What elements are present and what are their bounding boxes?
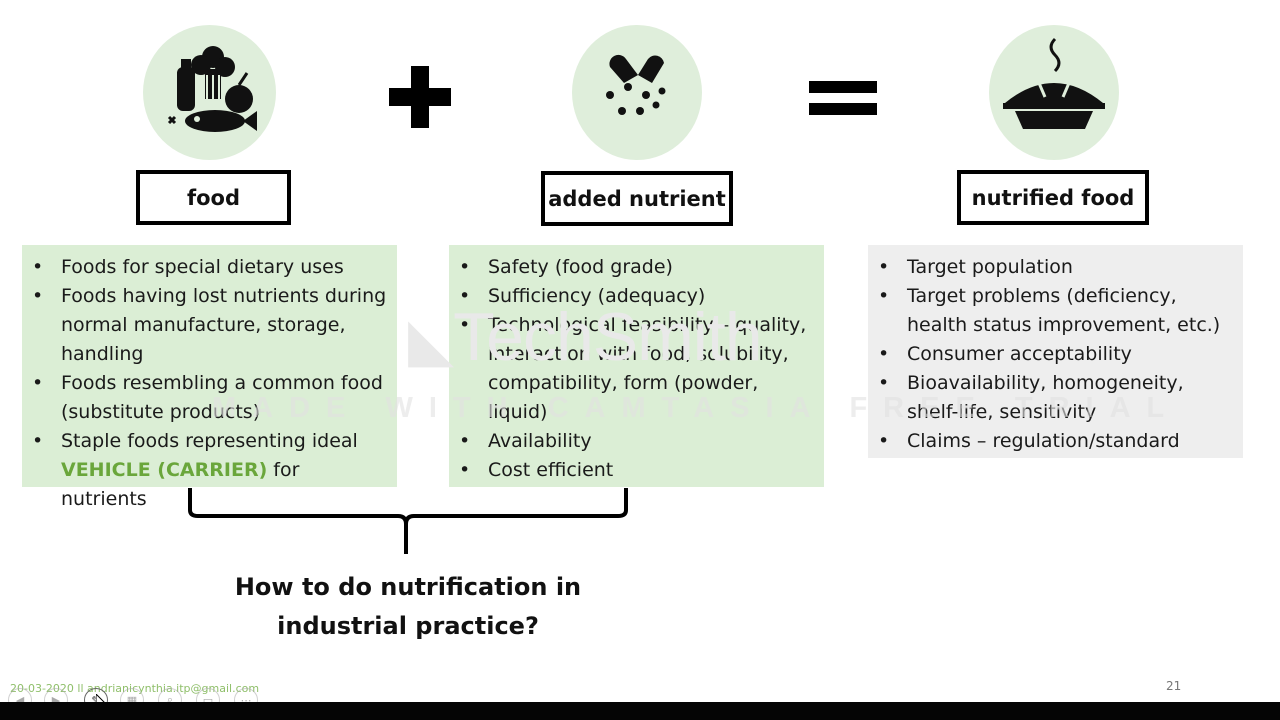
added-nutrient-label: added nutrient bbox=[541, 171, 733, 226]
bullet: • bbox=[459, 285, 471, 307]
nutrified-icon-circle bbox=[989, 25, 1119, 160]
bullet: • bbox=[32, 256, 44, 278]
arrow-right-icon: ▶ bbox=[51, 693, 61, 707]
list-item: •Claims – regulation/standard bbox=[878, 427, 1235, 456]
list-item: •Safety (food grade) bbox=[459, 253, 816, 282]
bullet: • bbox=[878, 430, 890, 452]
watermark-brand: ◣TechSmith bbox=[408, 299, 763, 375]
list-item: •Target population bbox=[878, 253, 1235, 282]
page-number: 21 bbox=[1166, 679, 1182, 693]
bullet: • bbox=[459, 430, 471, 452]
slide: food added nutrient nutrified food •Food… bbox=[8, 25, 1243, 712]
bullet: • bbox=[878, 343, 890, 365]
list-item: •Foods for special dietary uses bbox=[32, 253, 389, 282]
vehicle-highlight: VEHICLE (CARRIER) bbox=[61, 459, 268, 481]
pills-icon bbox=[606, 54, 666, 115]
bullet: • bbox=[32, 430, 44, 452]
bullet: • bbox=[878, 256, 890, 278]
nutrient-criteria-list: •Safety (food grade) •Sufficiency (adequ… bbox=[459, 253, 816, 485]
food-label: food bbox=[136, 170, 291, 225]
nutrient-criteria-panel: •Safety (food grade) •Sufficiency (adequ… bbox=[449, 245, 824, 487]
nutrient-icon-circle bbox=[572, 25, 702, 160]
more-icon: ⋯ bbox=[240, 693, 252, 707]
bullet: • bbox=[878, 285, 890, 307]
food-icon-circle bbox=[143, 25, 276, 160]
bottom-bar bbox=[0, 702, 1280, 720]
list-item: •Target problems (deficiency, health sta… bbox=[878, 282, 1235, 340]
bullet: • bbox=[459, 256, 471, 278]
bullet: • bbox=[459, 459, 471, 481]
curly-brace bbox=[188, 488, 628, 554]
nutrified-food-label: nutrified food bbox=[957, 170, 1149, 225]
bullet: • bbox=[32, 285, 44, 307]
list-item: •Bioavailability, homogeneity, shelf-lif… bbox=[878, 369, 1235, 427]
bullet: • bbox=[32, 372, 44, 394]
nutrified-criteria-list: •Target population •Target problems (def… bbox=[878, 253, 1235, 456]
nutrified-criteria-panel: •Target population •Target problems (def… bbox=[868, 245, 1243, 458]
question-text: How to do nutrification in industrial pr… bbox=[234, 573, 582, 640]
pie-icon bbox=[1003, 37, 1105, 129]
food-groceries-icon bbox=[167, 46, 257, 132]
screen-icon: ▭ bbox=[202, 693, 214, 707]
equals-icon bbox=[809, 81, 877, 117]
list-item: •Sufficiency (adequacy) bbox=[459, 282, 816, 311]
arrow-left-icon: ◀ bbox=[15, 693, 25, 707]
list-item: •Staple foods representing ideal VEHICLE… bbox=[32, 427, 389, 514]
food-criteria-panel: •Foods for special dietary uses •Foods h… bbox=[22, 245, 397, 510]
grid-icon: ▦ bbox=[126, 693, 138, 707]
magnifier-icon: ⌕ bbox=[166, 693, 174, 706]
watermark-tagline: MADE WITH CAMTASIA FREE TRIAL bbox=[212, 392, 1181, 424]
list-item: •Technological feasibility – quality, in… bbox=[459, 311, 816, 427]
plus-icon bbox=[389, 66, 451, 128]
bullet: • bbox=[459, 314, 471, 336]
list-item: •Consumer acceptability bbox=[878, 340, 1235, 369]
list-item: •Availability bbox=[459, 427, 816, 456]
bullet: • bbox=[878, 372, 890, 394]
list-item: •Foods having lost nutrients during norm… bbox=[32, 282, 389, 369]
list-item: •Foods resembling a common food (substit… bbox=[32, 369, 389, 427]
food-criteria-list: •Foods for special dietary uses •Foods h… bbox=[32, 253, 389, 514]
list-item: •Cost efficient bbox=[459, 456, 816, 485]
